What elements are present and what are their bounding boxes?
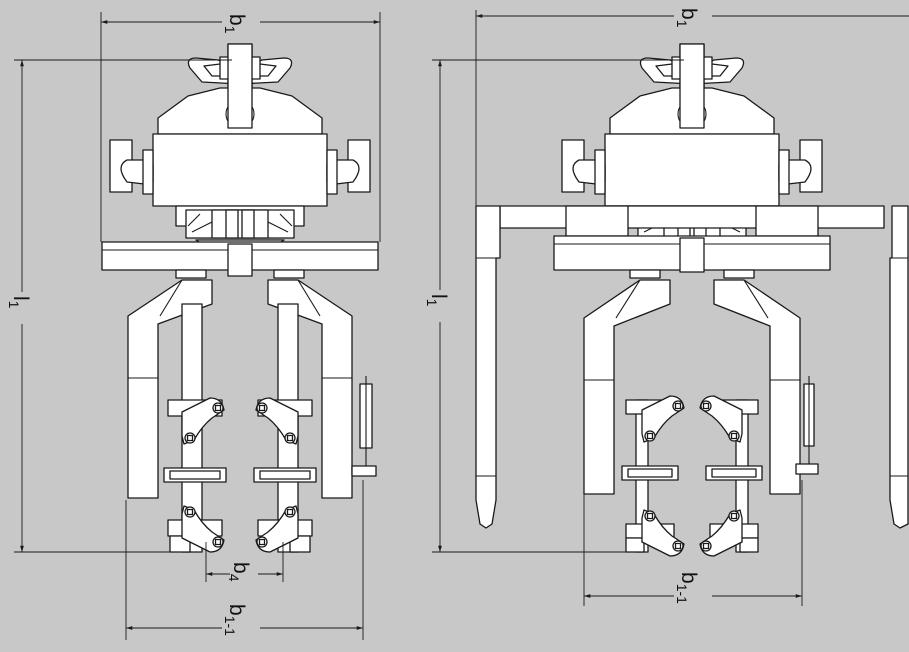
right-dimension-b1: b1 — [475, 8, 909, 206]
left-dimension-l1: l1 — [6, 59, 232, 553]
right-view-right-fork — [889, 205, 909, 529]
left-l1-label: l1 — [6, 296, 32, 309]
right-dimension-b1-1: b1-1 — [583, 480, 803, 606]
left-machine-head — [109, 43, 371, 249]
left-b1-1-label: b1-1 — [222, 604, 248, 636]
right-extension-bar — [499, 205, 885, 229]
left-dimension-b4: b4 — [205, 542, 284, 582]
left-dimension-b1: b1 — [100, 12, 381, 242]
left-dimension-b1-1: b1-1 — [125, 480, 364, 640]
right-dimension-l1: l1 — [424, 59, 684, 553]
left-machine-view — [101, 43, 379, 553]
right-machine-view — [475, 43, 909, 557]
left-b4-label: b4 — [226, 562, 252, 582]
right-l1-label: l1 — [424, 294, 450, 307]
right-view-left-fork — [475, 205, 501, 529]
right-b1-1-label: b1-1 — [674, 572, 700, 604]
left-b1-label: b1 — [222, 14, 248, 34]
right-b1-label: b1 — [674, 8, 700, 28]
